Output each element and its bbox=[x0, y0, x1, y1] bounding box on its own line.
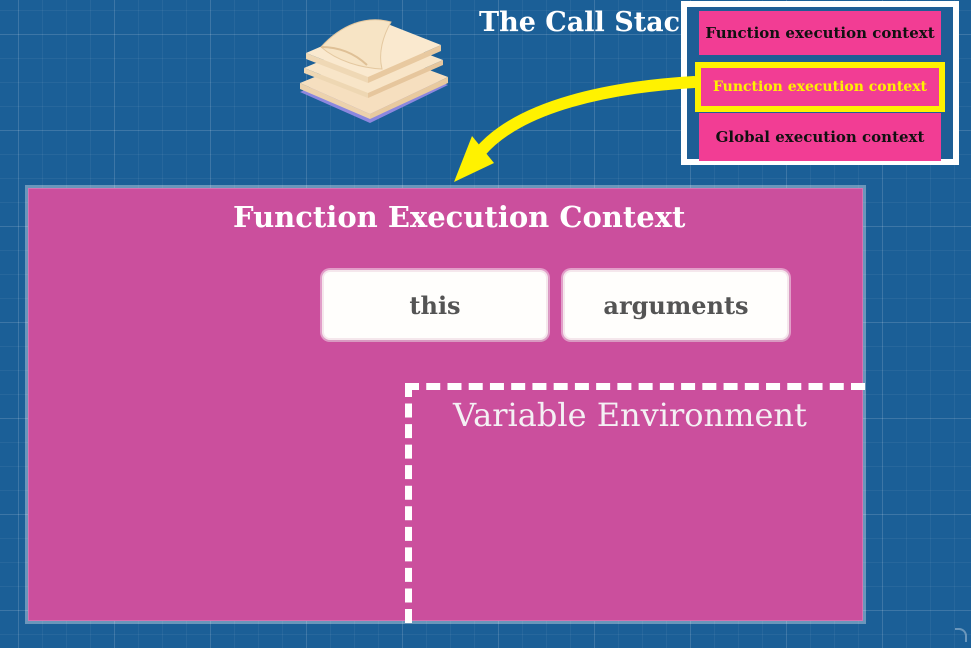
call-stack-frame-function-active: Function execution context bbox=[695, 62, 945, 112]
paper-stack-icon bbox=[300, 19, 448, 123]
this-card: this bbox=[322, 270, 548, 340]
function-execution-context-title: Function Execution Context bbox=[233, 200, 686, 234]
call-stack-frame-function-top: Function execution context bbox=[699, 11, 941, 55]
call-stack-frame-global: Global execution context bbox=[699, 113, 941, 161]
function-execution-context-box: Function Execution Context this argument… bbox=[28, 188, 865, 623]
call-stack-title: The Call Stack bbox=[479, 7, 699, 38]
variable-environment-box bbox=[405, 383, 865, 623]
call-stack-panel: Function execution context Function exec… bbox=[681, 1, 959, 165]
corner-mark-icon bbox=[955, 628, 967, 642]
variable-environment-title: Variable Environment bbox=[453, 396, 807, 434]
arguments-card: arguments bbox=[563, 270, 789, 340]
